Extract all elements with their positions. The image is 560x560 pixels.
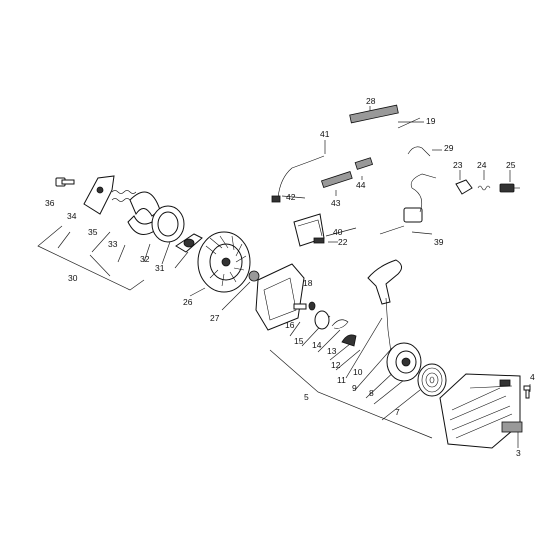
part-label-34: 34 — [67, 211, 77, 221]
part-label-14: 14 — [312, 340, 322, 350]
part-label-44: 44 — [356, 180, 366, 190]
part-label-22: 22 — [338, 237, 348, 247]
part-label-35: 35 — [88, 227, 98, 237]
part-label-41: 41 — [320, 129, 330, 139]
spark-cap-part — [455, 179, 473, 195]
flywheel-part — [197, 231, 251, 293]
part-label-26: 26 — [183, 297, 193, 307]
part-label-7: 7 — [395, 407, 400, 417]
part-number-labels: 3 4 5 7 8 9 10 11 12 13 14 15 16 18 19 2… — [45, 96, 535, 458]
part-label-39: 39 — [434, 237, 444, 247]
starter-bolt-part — [293, 301, 316, 311]
clutch-shoes-part — [127, 191, 161, 235]
part-label-29: 29 — [444, 143, 454, 153]
tube-43-part — [320, 171, 353, 188]
part-label-31: 31 — [155, 263, 165, 273]
part-label-40: 40 — [333, 227, 343, 237]
ratchet-part — [341, 334, 357, 347]
clutch-washer-part — [175, 233, 203, 253]
part-label-28: 28 — [366, 96, 376, 106]
part-label-32: 32 — [140, 254, 150, 264]
part-label-19: 19 — [426, 116, 436, 126]
spring-24-part — [477, 185, 491, 191]
tube-28-part — [349, 104, 399, 124]
rope-reel-part — [386, 342, 422, 382]
hose-part — [407, 146, 431, 157]
warning-label-part — [501, 421, 523, 433]
bolt-part — [55, 177, 75, 187]
part-label-27: 27 — [210, 313, 220, 323]
tube-44-part — [354, 157, 374, 170]
part-label-10: 10 — [353, 367, 363, 377]
part-label-9: 9 — [352, 383, 357, 393]
starter-housing-part — [439, 373, 521, 449]
part-label-16: 16 — [285, 320, 295, 330]
screw-part — [523, 385, 531, 399]
part-label-5: 5 — [304, 392, 309, 402]
part-label-13: 13 — [327, 346, 337, 356]
clutch-drum-part — [151, 205, 185, 243]
pawl-part — [314, 310, 330, 330]
part-label-4: 4 — [530, 372, 535, 382]
part-label-18: 18 — [303, 278, 313, 288]
fan-cover-part — [255, 263, 305, 331]
part-label-36: 36 — [45, 198, 55, 208]
part-label-3: 3 — [516, 448, 521, 458]
part-label-42: 42 — [286, 192, 296, 202]
part-label-15: 15 — [294, 336, 304, 346]
part-label-25: 25 — [506, 160, 516, 170]
clutch-hub-part — [83, 175, 115, 215]
part-label-33: 33 — [108, 239, 118, 249]
part-label-11: 11 — [337, 375, 346, 385]
part-label-23: 23 — [453, 160, 463, 170]
recoil-spring-part — [417, 363, 447, 397]
spark-plug-part — [499, 183, 520, 193]
clip-part — [331, 319, 349, 329]
part-label-12: 12 — [331, 360, 341, 370]
screw-22-part — [313, 237, 325, 244]
part-label-43: 43 — [331, 198, 341, 208]
ignition-lead-part — [271, 155, 325, 203]
part-label-8: 8 — [369, 388, 374, 398]
part-label-24: 24 — [477, 160, 487, 170]
bearing-part — [248, 270, 260, 282]
coil-part — [379, 173, 437, 235]
part-label-30: 30 — [68, 273, 78, 283]
rod-19-part — [397, 117, 421, 129]
